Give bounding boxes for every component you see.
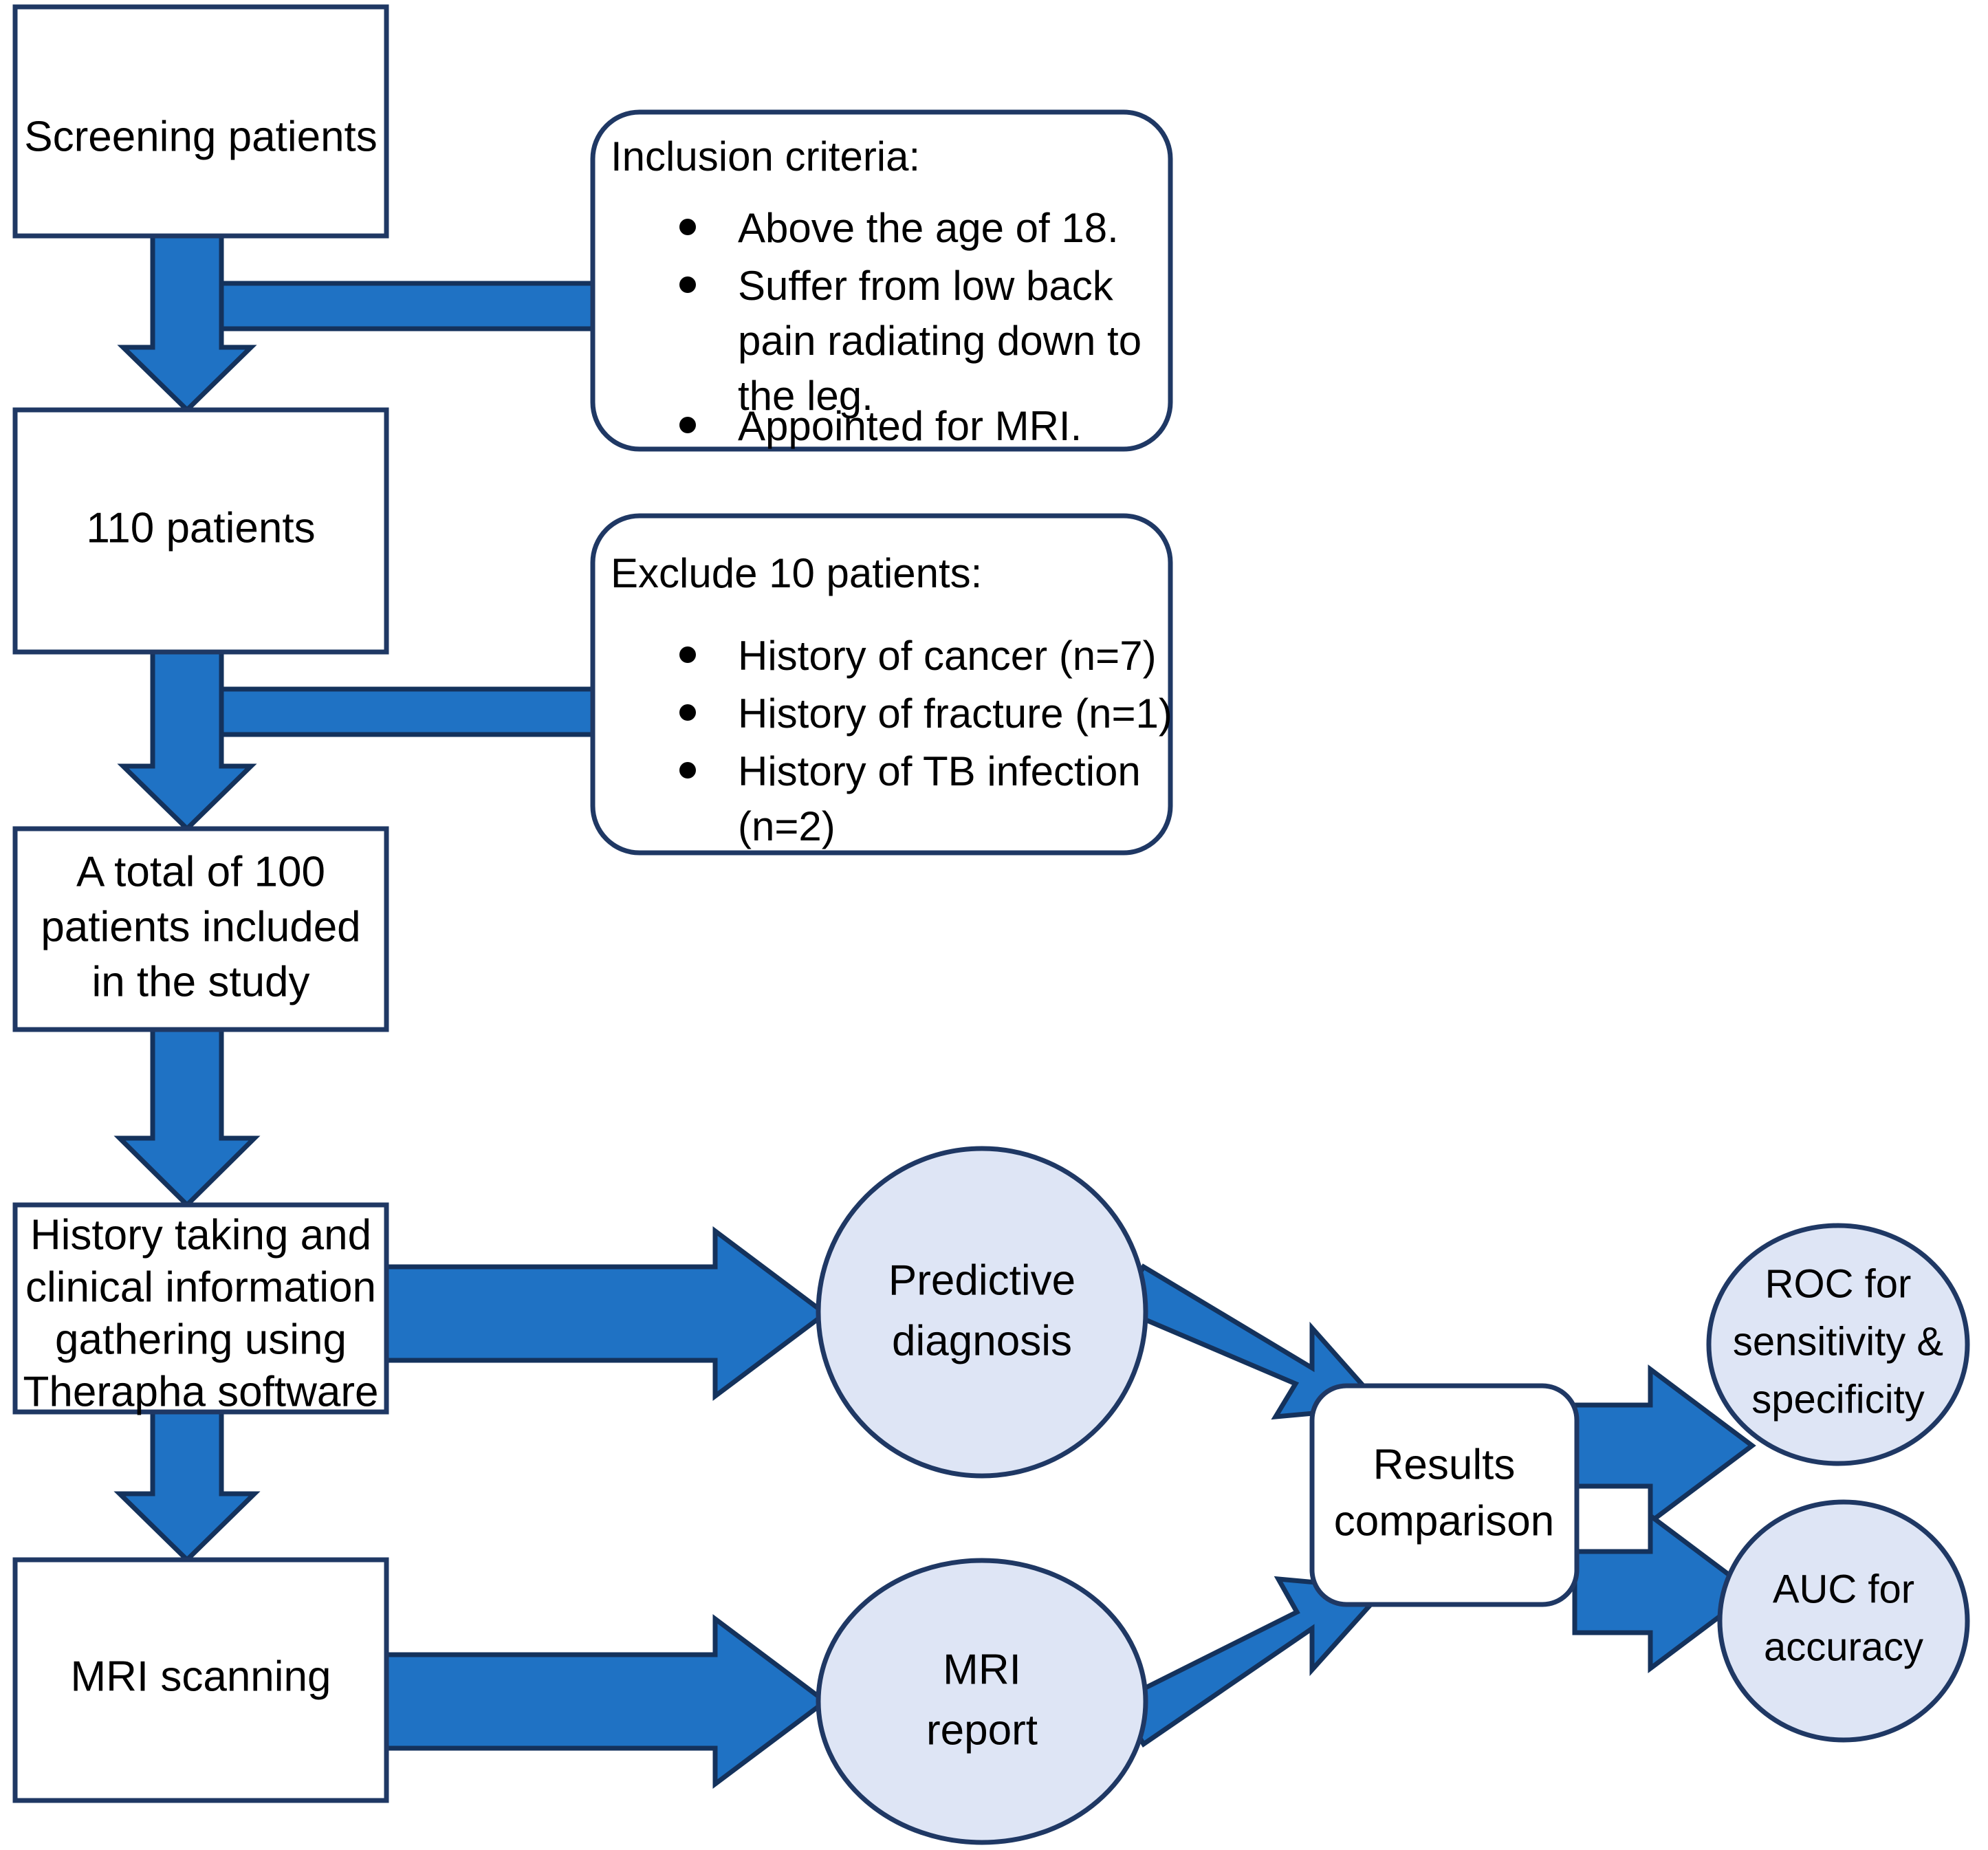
arrow-to-inclusion-criteria xyxy=(219,281,609,331)
node-auc-line-1: AUC for xyxy=(1773,1567,1914,1611)
callout-inclusion-item-1-line-1: Above the age of 18. xyxy=(738,205,1119,251)
node-history-taking-line-3: gathering using xyxy=(55,1316,347,1363)
callout-exclusion-item-2-line-1: History of fracture (n=1) xyxy=(738,690,1172,737)
callout-inclusion-title: Inclusion criteria: xyxy=(611,133,920,179)
bullet-icon xyxy=(679,704,696,721)
node-mri-scanning-label: MRI scanning xyxy=(70,1653,331,1700)
node-results-comparison-line-1: Results xyxy=(1373,1441,1516,1488)
arrow-history-to-mri-scanning xyxy=(113,1409,261,1563)
node-results-comparison xyxy=(1309,1383,1580,1607)
node-auc-line-2: accuracy xyxy=(1764,1624,1923,1669)
callout-inclusion-criteria xyxy=(590,109,1173,452)
bullet-icon xyxy=(679,219,696,235)
node-mri-report xyxy=(816,1558,1148,1845)
arrow-total100-to-history xyxy=(113,1027,261,1208)
node-history-taking-line-4: Therapha software xyxy=(23,1368,379,1415)
node-roc-line-2: sensitivity & xyxy=(1733,1319,1943,1364)
arrow-results-to-roc xyxy=(1572,1364,1756,1527)
node-auc-accuracy xyxy=(1717,1499,1970,1743)
arrow-results-to-auc xyxy=(1572,1511,1756,1673)
arrow-to-exclusion-criteria xyxy=(219,686,609,737)
callout-inclusion-item-2-line-2: pain radiating down to xyxy=(738,318,1142,364)
callout-exclusion-criteria xyxy=(590,513,1173,856)
bullet-icon xyxy=(679,762,696,779)
node-110-patients-label: 110 patients xyxy=(86,504,315,552)
callout-exclusion-item-3-line-2: (n=2) xyxy=(738,803,835,849)
node-results-comparison-line-2: comparison xyxy=(1334,1497,1554,1545)
callout-inclusion-item-3-line-1: Appointed for MRI. xyxy=(738,403,1082,449)
node-roc-line-1: ROC for xyxy=(1765,1261,1912,1306)
node-screening-patients xyxy=(12,4,389,239)
node-mri-report-line-1: MRI xyxy=(943,1646,1021,1693)
node-mri-report-line-2: report xyxy=(926,1706,1038,1754)
node-screening-patients-label: Screening patients xyxy=(24,113,378,160)
callout-inclusion-item-2-line-1: Suffer from low back xyxy=(738,263,1114,309)
arrow-110-to-total100 xyxy=(117,649,257,832)
node-predictive-diagnosis-line-2: diagnosis xyxy=(892,1317,1072,1364)
node-total-100-line-2: patients included xyxy=(41,903,360,950)
arrow-screening-to-110 xyxy=(117,233,257,413)
node-predictive-diagnosis-line-1: Predictive xyxy=(888,1256,1075,1304)
callout-exclusion-title: Exclude 10 patients: xyxy=(611,550,982,596)
node-total-100-line-1: A total of 100 xyxy=(76,848,325,895)
node-total-100-line-3: in the study xyxy=(91,958,309,1005)
arrow-history-to-predictive xyxy=(382,1226,829,1401)
node-total-100-patients xyxy=(12,826,389,1032)
callout-inclusion-item-2-line-3: the leg. xyxy=(738,373,873,419)
node-history-taking-line-1: History taking and xyxy=(30,1211,371,1259)
bullet-icon xyxy=(679,417,696,433)
node-110-patients xyxy=(12,407,389,655)
node-roc-line-3: specificity xyxy=(1751,1377,1924,1422)
bullet-icon xyxy=(679,646,696,663)
node-roc-sensitivity-specificity xyxy=(1706,1223,1970,1466)
arrow-mriscan-to-mrireport xyxy=(382,1614,829,1789)
node-history-taking-line-2: clinical information xyxy=(25,1263,376,1311)
callout-exclusion-item-1-line-1: History of cancer (n=7) xyxy=(738,633,1157,679)
node-mri-scanning xyxy=(12,1557,389,1803)
callout-exclusion-item-3-line-1: History of TB infection xyxy=(738,748,1141,794)
bullet-icon xyxy=(679,276,696,293)
node-history-taking xyxy=(12,1202,389,1415)
node-predictive-diagnosis xyxy=(816,1146,1148,1479)
